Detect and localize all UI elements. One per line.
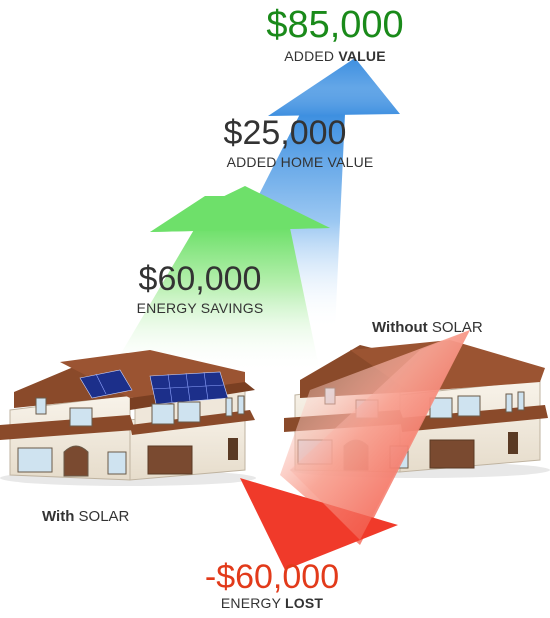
without-solar-bold: Without bbox=[372, 319, 428, 336]
added-value-label-bold: VALUE bbox=[338, 48, 386, 64]
without-solar-plain: SOLAR bbox=[427, 319, 483, 336]
added-value-label: ADDED VALUE bbox=[250, 48, 420, 64]
energy-lost-label-plain: ENERGY bbox=[220, 595, 286, 611]
energy-lost-arrow bbox=[240, 330, 470, 570]
without-solar-caption: Without SOLAR bbox=[372, 319, 483, 337]
added-value-label-plain: ADDED bbox=[284, 48, 339, 64]
home-value-label: ADDED HOME VALUE bbox=[226, 154, 374, 170]
with-solar-bold: With bbox=[42, 508, 75, 525]
house-with-solar bbox=[0, 350, 256, 486]
energy-savings-label: ENERGY SAVINGS bbox=[136, 300, 264, 316]
energy-savings-arrow bbox=[110, 186, 330, 372]
with-solar-plain: SOLAR bbox=[74, 508, 130, 525]
added-value-amount: $85,000 bbox=[266, 4, 404, 46]
energy-savings-amount: $60,000 bbox=[138, 260, 262, 298]
energy-lost-label-bold: LOST bbox=[285, 595, 324, 611]
energy-lost-amount: -$60,000 bbox=[204, 558, 340, 596]
solar-panels bbox=[79, 369, 229, 405]
with-solar-caption: With SOLAR bbox=[42, 508, 129, 526]
home-value-amount: $25,000 bbox=[223, 114, 347, 152]
energy-lost-label: ENERGY LOST bbox=[192, 595, 352, 611]
